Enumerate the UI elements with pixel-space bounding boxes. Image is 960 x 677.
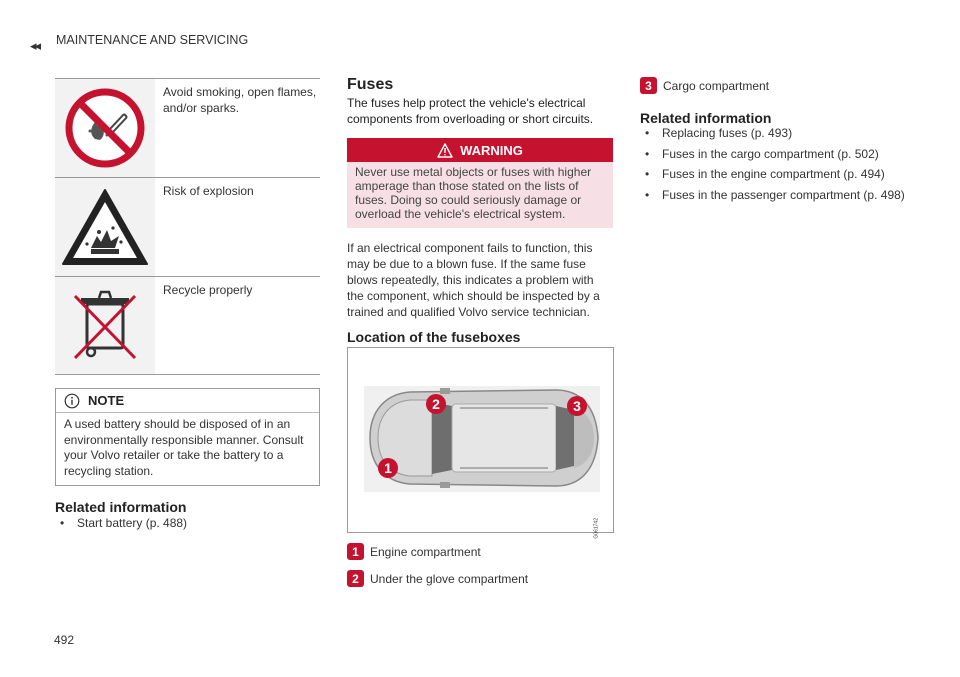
svg-text:2: 2 bbox=[432, 396, 440, 412]
legend-item-3: 3 Cargo compartment bbox=[640, 77, 769, 94]
car-top-view-image: 1 2 3 bbox=[364, 386, 600, 492]
back-chevrons-icon[interactable]: ◂◂ bbox=[30, 38, 41, 53]
warning-text: Never use metal objects or fuses with hi… bbox=[355, 165, 592, 221]
number-badge: 3 bbox=[640, 77, 657, 94]
section-header: MAINTENANCE AND SERVICING bbox=[56, 33, 249, 47]
info-icon bbox=[64, 393, 80, 408]
warning-box: WARNING Never use metal objects or fuses… bbox=[347, 138, 613, 228]
symbol-label: Recycle properly bbox=[163, 283, 253, 297]
marker-2: 2 bbox=[426, 394, 446, 414]
svg-text:3: 3 bbox=[573, 398, 581, 414]
legend-label: Under the glove compartment bbox=[370, 571, 529, 586]
fuse-paragraph: If an electrical component fails to func… bbox=[347, 241, 600, 319]
related-info-title: Related information bbox=[55, 499, 187, 515]
recycle-bin-crossed-icon bbox=[55, 277, 155, 374]
symbol-label: Risk of explosion bbox=[163, 184, 254, 198]
note-header: NOTE bbox=[56, 389, 319, 413]
warning-header: WARNING bbox=[347, 138, 613, 162]
legend-item-2: 2 Under the glove compartment bbox=[347, 570, 528, 587]
number-badge: 1 bbox=[347, 543, 364, 560]
symbol-label: Avoid smoking, open flames, and/or spark… bbox=[163, 85, 317, 115]
location-title: Location of the fuseboxes bbox=[347, 329, 521, 345]
symbol-row-no-smoking: Avoid smoking, open flames, and/or spark… bbox=[55, 78, 320, 177]
symbol-row-explosion: Risk of explosion bbox=[55, 177, 320, 276]
warning-label: WARNING bbox=[460, 142, 523, 158]
page-number: 492 bbox=[54, 633, 75, 647]
legend-label: Engine compartment bbox=[370, 544, 481, 559]
symbol-row-recycle: Recycle properly bbox=[55, 276, 320, 375]
section-title-fuses: Fuses bbox=[347, 76, 394, 93]
svg-text:1: 1 bbox=[384, 460, 392, 476]
no-smoking-flames-icon bbox=[55, 79, 155, 177]
marker-1: 1 bbox=[378, 458, 398, 478]
note-box: NOTE A used battery should be disposed o… bbox=[55, 388, 320, 486]
warning-triangle-icon bbox=[437, 142, 453, 158]
number-badge: 2 bbox=[347, 570, 364, 587]
fuses-intro: The fuses help protect the vehicle's ele… bbox=[347, 96, 594, 126]
related-link[interactable]: Fuses in the passenger compartment (p. 4… bbox=[640, 188, 910, 204]
related-link[interactable]: Fuses in the cargo compartment (p. 502) bbox=[640, 147, 910, 163]
note-label: NOTE bbox=[88, 393, 125, 408]
related-info-list: Replacing fuses (p. 493) Fuses in the ca… bbox=[640, 126, 910, 208]
note-text: A used battery should be disposed of in … bbox=[64, 417, 304, 478]
legend-label: Cargo compartment bbox=[663, 78, 770, 93]
figure-code: G061742 bbox=[594, 518, 600, 539]
battery-symbols-table: Avoid smoking, open flames, and/or spark… bbox=[55, 78, 320, 375]
explosion-warning-icon bbox=[55, 178, 155, 276]
legend-item-1: 1 Engine compartment bbox=[347, 543, 481, 560]
related-link[interactable]: Replacing fuses (p. 493) bbox=[640, 126, 910, 142]
fusebox-location-figure: 1 2 3 G061742 bbox=[347, 347, 614, 539]
marker-3: 3 bbox=[567, 396, 587, 416]
related-info-title: Related information bbox=[640, 110, 772, 126]
related-link[interactable]: Fuses in the engine compartment (p. 494) bbox=[640, 167, 910, 183]
related-link[interactable]: Start battery (p. 488) bbox=[55, 516, 320, 532]
related-info-list: Start battery (p. 488) bbox=[55, 516, 320, 537]
